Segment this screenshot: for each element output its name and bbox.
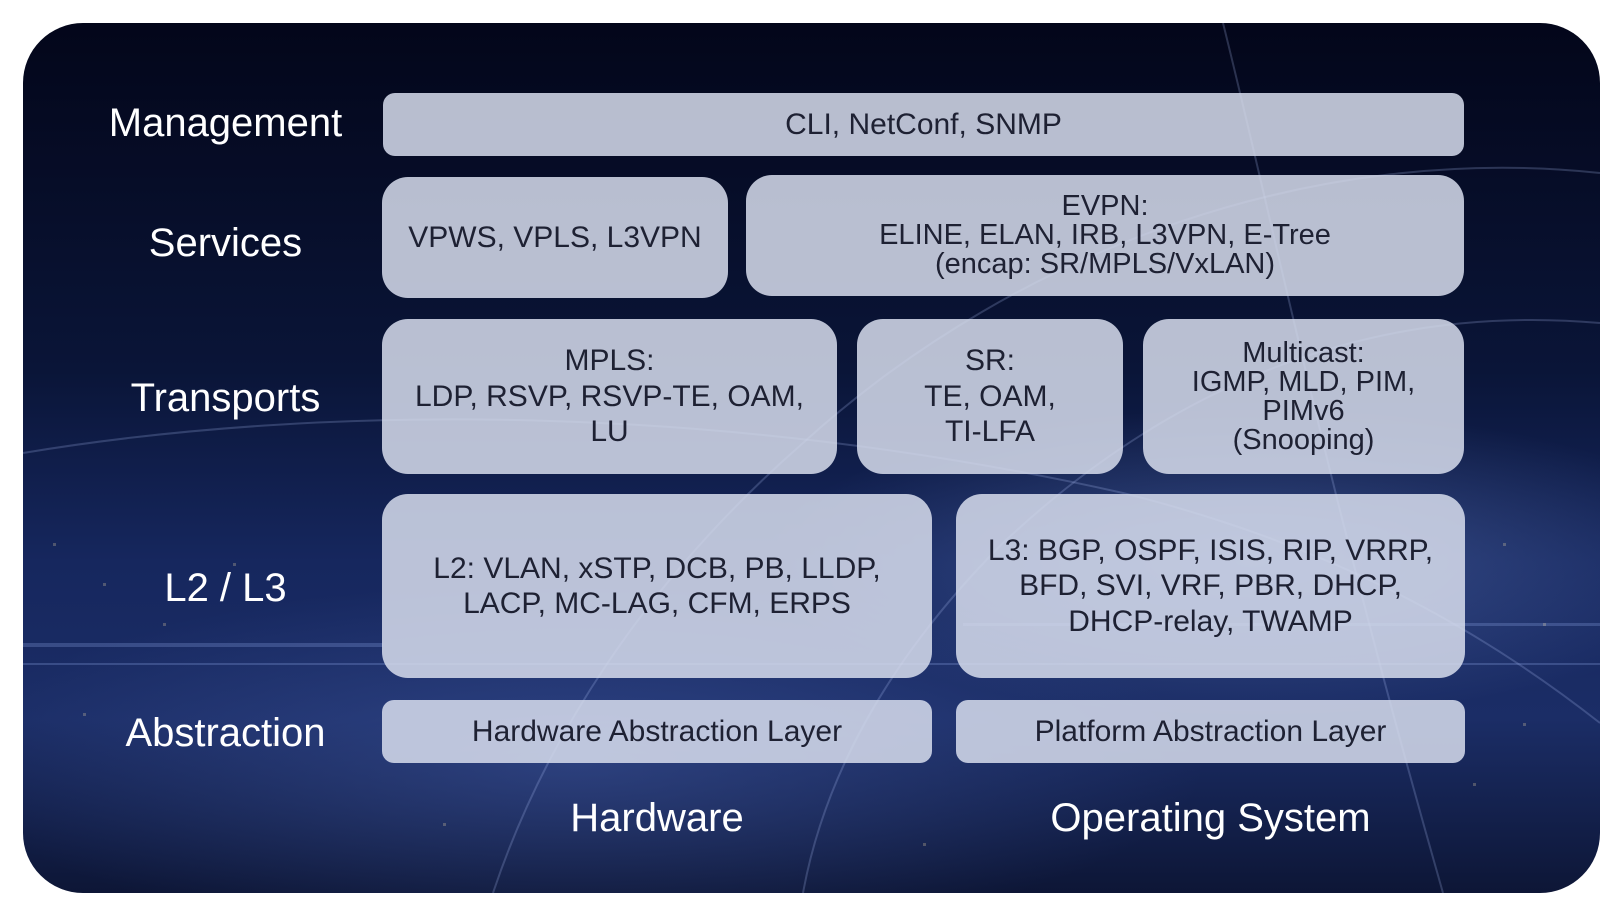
stack-diagram: Management Services Transports L2 / L3 A… bbox=[23, 23, 1600, 893]
management-text: CLI, NetConf, SNMP bbox=[785, 107, 1062, 141]
l2-line-1: L2: VLAN, xSTP, DCB, PB, LLDP, bbox=[433, 551, 881, 585]
l3-line-1: L3: BGP, OSPF, ISIS, RIP, VRRP, bbox=[987, 533, 1434, 567]
transports-sr-box: SR: TE, OAM, TI-LFA bbox=[857, 319, 1123, 474]
services-evpn-box: EVPN: ELINE, ELAN, IRB, L3VPN, E-Tree (e… bbox=[746, 175, 1464, 296]
row-label-services: Services bbox=[148, 220, 303, 265]
mpls-title: MPLS: bbox=[564, 344, 655, 378]
row-label-l2-l3: L2 / L3 bbox=[164, 565, 287, 610]
pal-text: Platform Abstraction Layer bbox=[1034, 714, 1387, 748]
sr-line-1: TE, OAM, bbox=[924, 379, 1056, 413]
multicast-title: Multicast: bbox=[1242, 336, 1365, 369]
row-label-transports: Transports bbox=[130, 375, 321, 420]
transports-multicast-box: Multicast: IGMP, MLD, PIM, PIMv6 (Snoopi… bbox=[1143, 319, 1464, 474]
row-label-abstraction: Abstraction bbox=[125, 710, 326, 755]
row-label-management: Management bbox=[108, 100, 343, 145]
hardware-abstraction-box: Hardware Abstraction Layer bbox=[382, 700, 932, 763]
sr-title: SR: bbox=[964, 344, 1015, 378]
platform-abstraction-box: Platform Abstraction Layer bbox=[956, 700, 1465, 763]
l2-box: L2: VLAN, xSTP, DCB, PB, LLDP, LACP, MC-… bbox=[382, 494, 932, 678]
l3-box: L3: BGP, OSPF, ISIS, RIP, VRRP, BFD, SVI… bbox=[956, 494, 1465, 678]
footer-hardware-label: Hardware bbox=[570, 795, 744, 840]
mpls-line-2: LU bbox=[590, 415, 629, 449]
evpn-line-1: ELINE, ELAN, IRB, L3VPN, E-Tree bbox=[879, 219, 1331, 251]
hal-text: Hardware Abstraction Layer bbox=[471, 714, 843, 748]
evpn-line-2: (encap: SR/MPLS/VxLAN) bbox=[934, 248, 1276, 280]
l3-line-3: DHCP-relay, TWAMP bbox=[1068, 604, 1353, 638]
sr-line-2: TI-LFA bbox=[944, 415, 1035, 449]
evpn-title: EVPN: bbox=[1061, 190, 1149, 222]
transports-mpls-box: MPLS: LDP, RSVP, RSVP-TE, OAM, LU bbox=[382, 319, 837, 474]
multicast-line-2: PIMv6 bbox=[1262, 394, 1345, 427]
management-box: CLI, NetConf, SNMP bbox=[383, 93, 1464, 156]
services-vpws-box: VPWS, VPLS, L3VPN bbox=[382, 177, 728, 298]
footer-os-label: Operating System bbox=[1050, 795, 1371, 840]
mpls-line-1: LDP, RSVP, RSVP-TE, OAM, bbox=[414, 379, 805, 413]
multicast-line-3: (Snooping) bbox=[1232, 423, 1375, 456]
l3-line-2: BFD, SVI, VRF, PBR, DHCP, bbox=[1019, 569, 1402, 603]
l2-line-2: LACP, MC-LAG, CFM, ERPS bbox=[463, 587, 851, 620]
multicast-line-1: IGMP, MLD, PIM, bbox=[1191, 365, 1416, 398]
services-vpws-text: VPWS, VPLS, L3VPN bbox=[408, 220, 702, 254]
